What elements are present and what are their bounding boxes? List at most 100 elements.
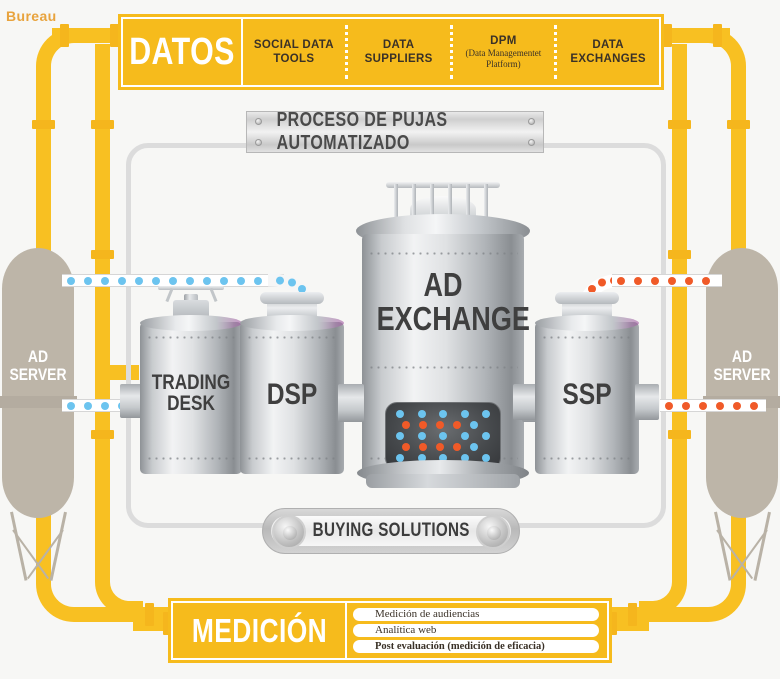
ad-server-left[interactable]: AD SERVER [0, 248, 77, 581]
datos-bar: DATOS SOCIAL DATA TOOLS DATA SUPPLIERS D… [118, 14, 664, 90]
flow-pipe-right-lower [660, 399, 766, 412]
tank-dsp-label: DSP [249, 379, 334, 411]
matrix-dot [402, 442, 410, 451]
tank-ssp-label: SSP [544, 378, 629, 411]
column-line-1: DPM [490, 35, 517, 48]
gear-icon [272, 515, 306, 549]
label-line-2: EXCHANGE [376, 299, 530, 337]
medicion-bar: MEDICIÓN Medición de audiencias Analític… [168, 598, 612, 663]
tank-top-bar [394, 184, 398, 222]
medicion-title: MEDICIÓN [191, 611, 327, 649]
tank-rivets [368, 252, 518, 255]
label-line-1: SSP [562, 378, 612, 411]
buying-solutions-belt: BUYING SOLUTIONS [262, 508, 520, 554]
flow-dot [237, 276, 245, 285]
label-line-1: AD [27, 347, 49, 366]
medicion-bar-inner: MEDICIÓN Medición de audiencias Analític… [171, 601, 609, 660]
column-divider [344, 25, 348, 79]
flow-dot [67, 401, 75, 410]
tank-flange-left [120, 384, 142, 418]
flow-dot [665, 401, 673, 410]
flow-dot [699, 401, 707, 410]
flow-dots [62, 276, 279, 285]
pipe-collar [608, 612, 617, 635]
flow-dot [118, 276, 126, 285]
pipe-collar [713, 24, 722, 47]
tank-cap-bottom [140, 465, 242, 482]
medicion-item[interactable]: Medición de audiencias [353, 607, 599, 621]
matrix-dot [417, 431, 426, 440]
pipe-collar [145, 603, 154, 626]
medicion-item[interactable]: Post evaluación (medición de eficacia) [353, 640, 599, 654]
medicion-title-wrap: MEDICIÓN [173, 603, 345, 658]
tank-body: SSP [535, 315, 639, 474]
flow-dot [203, 276, 211, 285]
pipe-collar [628, 603, 637, 626]
tank-flange-right [635, 384, 659, 420]
medicion-items-list: Medición de audiencias Analítica web Pos… [347, 603, 607, 658]
matrix-dot [417, 410, 426, 419]
matrix-dot [453, 442, 461, 451]
label-line-1: AD [423, 266, 463, 303]
datos-column-social-data-tools[interactable]: SOCIAL DATA TOOLS [243, 19, 345, 85]
matrix-dot [482, 453, 490, 462]
medicion-title-divider [345, 603, 347, 658]
label-line-2: DESK [167, 392, 215, 416]
column-line-1: DATA [382, 38, 415, 51]
tank-top-bar [430, 184, 434, 222]
tank-inlet-cap [555, 292, 619, 304]
tower-body: AD SERVER [703, 248, 780, 518]
medicion-item[interactable]: Analítica web [353, 623, 599, 638]
flow-pipe-right-upper [612, 274, 722, 287]
matrix-dot [402, 421, 410, 430]
pipe-collar [60, 24, 69, 47]
column-divider [449, 25, 453, 79]
screw-icon [255, 139, 262, 146]
screw-icon [528, 118, 535, 125]
pipe-collar [668, 430, 691, 439]
matrix-dot [396, 431, 404, 440]
label-line-1: TRADING [151, 371, 231, 394]
label-line-1: AD [731, 347, 753, 366]
ad-server-left-label: AD SERVER [8, 348, 67, 384]
matrix-dot [396, 453, 404, 462]
matrix-dot [439, 453, 447, 462]
matrix-dot [482, 410, 490, 419]
datos-column-dpm[interactable]: DPM (Data Managementet Platform) [453, 19, 555, 85]
matrix-dot [470, 442, 478, 451]
column-line-2: TOOLS [273, 53, 315, 65]
ad-server-right[interactable]: AD SERVER [703, 248, 780, 581]
tank-top-bar [466, 184, 470, 222]
matrix-dot [439, 431, 447, 440]
datos-column-data-suppliers[interactable]: DATA SUPPLIERS [348, 19, 450, 85]
proceso-plate: PROCESO DE PUJAS AUTOMATIZADO [246, 109, 544, 154]
proceso-plate-text: PROCESO DE PUJAS AUTOMATIZADO [276, 109, 448, 154]
tank-body: TRADING DESK [140, 315, 242, 474]
ad-exchange-display-panel [385, 402, 501, 470]
tank-trading-desk-label: TRADING DESK [149, 372, 233, 415]
datos-title-wrap: DATOS [123, 19, 241, 85]
matrix-dot [460, 410, 469, 419]
datos-title-divider [241, 19, 243, 85]
valve-wheel-icon [158, 286, 224, 290]
flow-dot [84, 276, 92, 285]
pipe-collar [663, 24, 672, 47]
flow-dot [101, 276, 109, 285]
flow-dot [135, 276, 143, 285]
screw-icon [528, 139, 535, 146]
matrix-dot [419, 442, 427, 451]
column-line-2: SUPPLIERS [364, 53, 433, 65]
matrix-dot [436, 442, 444, 451]
pipe-collar [110, 24, 119, 47]
matrix-dot [417, 453, 426, 462]
matrix-dot [419, 421, 427, 430]
dot-row [396, 410, 490, 419]
tank-rivets [246, 457, 338, 460]
pipe-right-inner-vertical [672, 44, 687, 354]
column-line-1: DATA [592, 38, 624, 51]
datos-column-data-exchanges[interactable]: DATA EXCHANGES [557, 19, 659, 85]
pipe-right-inner-lower [672, 350, 687, 574]
flow-dot [716, 401, 724, 410]
flow-dot [651, 276, 659, 285]
